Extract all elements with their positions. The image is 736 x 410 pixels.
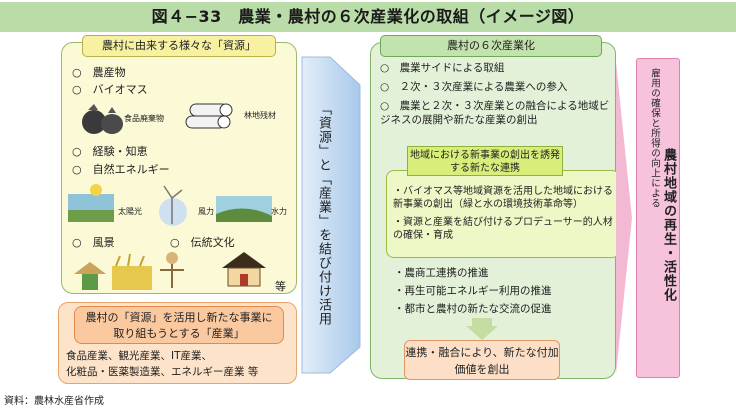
label-solar: 太陽光 <box>118 207 142 216</box>
shrine-icon <box>222 252 266 287</box>
outcome-sub: 雇用の確保と所得の向上による <box>649 68 660 208</box>
connector-label: 「資源」と「産業」を結び付け活用 <box>316 102 331 326</box>
label-hydro: 水力 <box>271 207 287 216</box>
rice-field-icon <box>112 253 152 290</box>
solar-panel-icon <box>68 184 114 222</box>
source-note: 資料：農林水産省作成 <box>4 396 104 407</box>
figure-title: 図４−33 農業・農村の６次産業化の取組（イメージ図） <box>0 2 736 32</box>
industry-list-line2: 化粧品・医薬製造業、エネルギー産業 等 <box>66 366 259 378</box>
resource-item-tradition: ○ 伝統文化 <box>170 236 235 249</box>
industry-description: 農村の「資源」を活用し新たな事業に取り組もうとする「産業」 <box>74 306 284 344</box>
resource-item-experience: ○ 経験・知恵 <box>72 145 148 158</box>
bullet-renewable: ・再生可能エネルギー利用の推進 <box>394 285 552 297</box>
outcome-box <box>636 58 680 378</box>
bullet-urban-rural: ・都市と農村の新たな交流の促進 <box>394 303 552 315</box>
result-box: 連携・融合により、新たな付加価値を創出 <box>404 340 560 380</box>
resources-etc: 等 <box>275 280 286 293</box>
industry-list-line1: 食品産業、観光産業、IT産業、 <box>66 350 213 362</box>
label-forest-residue: 林地残材 <box>244 111 276 120</box>
wind-turbine-icon <box>159 185 187 226</box>
resources-panel <box>61 42 297 294</box>
hydro-dam-icon <box>216 196 272 222</box>
resource-item-natural-energy: ○ 自然エネルギー <box>72 163 170 176</box>
linkage-box: ・バイオマス等地域資源を活用した地域における新事業の創出（緑と水の環境技術革命等… <box>386 170 620 258</box>
biomass-illustration <box>82 103 233 134</box>
right-arrow <box>616 62 632 374</box>
scarecrow-icon <box>160 252 184 288</box>
linkage-item-biomass: ・バイオマス等地域資源を活用した地域における新事業の創出（緑と水の環境技術革命等… <box>393 186 613 210</box>
connector-arrow <box>301 56 361 374</box>
sixth-item-agri-side: ○ 農業サイドによる取組 <box>380 62 505 74</box>
label-wind: 風力 <box>198 207 214 216</box>
energy-illustration <box>68 184 272 226</box>
resource-item-scenery: ○ 風景 <box>72 236 115 249</box>
outcome-main: 農村地域の再生・活性化 <box>661 148 676 302</box>
bullet-agri-commerce: ・農商工連携の推進 <box>394 267 489 279</box>
sixth-item-entry: ○ ２次・３次産業による農業への参入 <box>380 81 568 93</box>
resources-title: 農村に由来する様々な「資源」 <box>82 35 276 57</box>
scenery-illustration <box>74 252 266 290</box>
down-arrow <box>466 318 498 340</box>
sixth-industry-title: 農村の６次産業化 <box>380 35 602 57</box>
logs-icon <box>185 103 233 129</box>
label-food-waste: 食品廃棄物 <box>124 114 164 123</box>
resource-item-crops: ○ 農産物 <box>72 66 126 79</box>
sixth-item-fusion: ○ 農業と２次・３次産業との融合による地域ビジネスの展開や新たな産業の創出 <box>380 100 610 126</box>
garbage-bags-icon <box>82 104 123 134</box>
linkage-item-producer: ・資源と産業を結び付けるプロデューサー的人材の確保・育成 <box>393 217 613 241</box>
resource-item-biomass: ○ バイオマス <box>72 83 148 96</box>
linkage-title: 地域における新事業の創出を誘発する新たな連携 <box>407 146 563 176</box>
farmer-icon <box>74 262 106 290</box>
